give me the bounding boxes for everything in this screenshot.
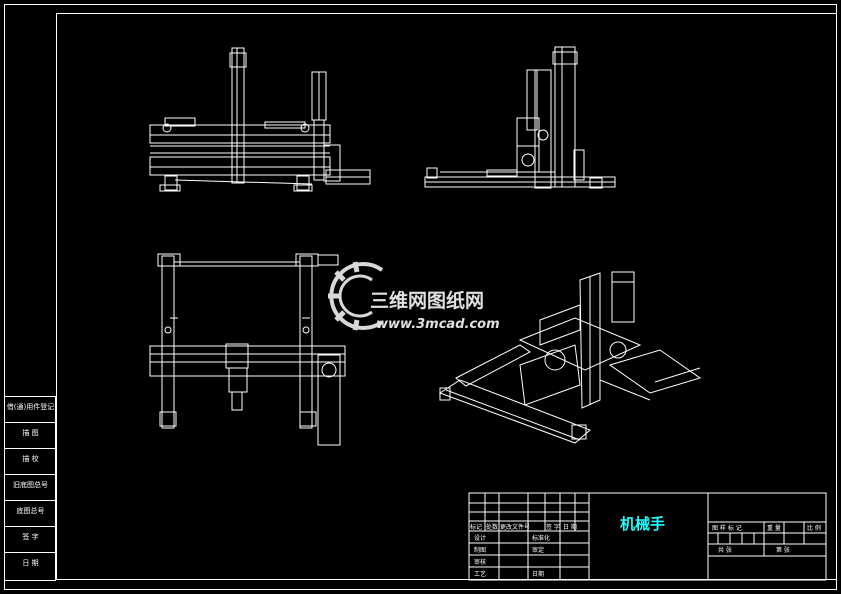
left-strip-label: 描 图 bbox=[22, 429, 39, 437]
drawing-frame bbox=[56, 13, 837, 580]
left-strip-cell: 旧底图总号 bbox=[5, 474, 56, 500]
isometric-view bbox=[438, 271, 702, 444]
left-strip bbox=[5, 396, 56, 581]
tb-approve: 审定 bbox=[532, 546, 544, 554]
drawing-title: 机械手 bbox=[620, 515, 665, 533]
tb-header-date: 日 期 bbox=[563, 523, 577, 531]
left-strip-cell: 描 校 bbox=[5, 448, 56, 474]
tb-header-count: 处数 bbox=[486, 523, 498, 531]
tb-weight: 重 量 bbox=[767, 524, 781, 532]
side-view bbox=[424, 46, 616, 189]
tb-role-draft: 制图 bbox=[474, 546, 486, 554]
tb-role-process: 工艺 bbox=[474, 570, 486, 578]
gear-logo-icon bbox=[328, 261, 384, 331]
tb-total-sheets: 共 张 bbox=[718, 546, 732, 554]
tb-header-mark: 标记 bbox=[470, 523, 482, 531]
top-view bbox=[149, 253, 346, 446]
front-view bbox=[149, 47, 371, 192]
tb-date: 日期 bbox=[532, 570, 544, 578]
tb-pattern-mark: 图 样 标 记 bbox=[712, 524, 742, 532]
left-strip-label: 借(通)用件登记 bbox=[6, 403, 55, 411]
left-strip-label: 描 校 bbox=[22, 455, 39, 463]
tb-role-design: 设计 bbox=[474, 534, 486, 542]
left-strip-label: 签 字 bbox=[22, 533, 39, 541]
left-strip-cell: 日 期 bbox=[5, 552, 56, 581]
tb-role-check: 审核 bbox=[474, 558, 486, 566]
left-strip-label: 底图总号 bbox=[16, 507, 45, 515]
watermark-url: www.3mcad.com bbox=[376, 317, 500, 332]
left-strip-cell: 借(通)用件登记 bbox=[5, 396, 56, 422]
left-strip-cell: 签 字 bbox=[5, 526, 56, 552]
left-strip-cell: 描 图 bbox=[5, 422, 56, 448]
watermark-brand: 三维网图纸网 bbox=[370, 289, 484, 312]
left-strip-cell: 底图总号 bbox=[5, 500, 56, 526]
tb-scale: 比 例 bbox=[807, 524, 821, 532]
tb-header-sign: 签 字 bbox=[546, 523, 560, 531]
left-strip-label: 日 期 bbox=[22, 559, 39, 567]
watermark: 三维网图纸网 www.3mcad.com bbox=[328, 261, 500, 332]
tb-sheet-no: 第 张 bbox=[776, 546, 790, 554]
title-block bbox=[468, 492, 827, 581]
tb-standardize: 标准化 bbox=[532, 534, 550, 542]
left-strip-label: 旧底图总号 bbox=[13, 481, 48, 489]
tb-header-docno: 更改文件号 bbox=[500, 523, 530, 531]
